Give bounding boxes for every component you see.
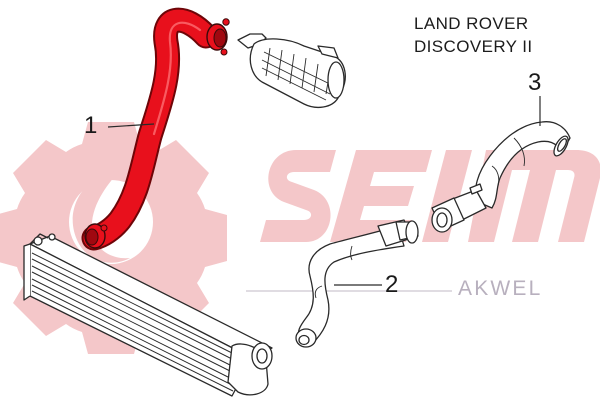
hose-1-upper-clamp bbox=[206, 18, 230, 56]
callout-1-leader bbox=[107, 123, 155, 128]
intercooler bbox=[23, 233, 273, 397]
seim-wordmark bbox=[260, 150, 600, 242]
hose-1 bbox=[81, 7, 230, 251]
akwel-watermark-text: AKWEL bbox=[458, 277, 543, 300]
air-intake-housing bbox=[237, 33, 346, 109]
part-callout-2: 2 bbox=[385, 271, 399, 298]
hose-2 bbox=[295, 219, 419, 348]
vehicle-model: DISCOVERY II bbox=[414, 37, 533, 56]
part-callout-3: 3 bbox=[528, 69, 542, 96]
part-callout-1: 1 bbox=[84, 112, 98, 139]
hose-1-lower-clamp bbox=[84, 223, 108, 249]
vehicle-make: LAND ROVER bbox=[414, 14, 529, 33]
hose-3 bbox=[431, 121, 571, 233]
callout-leaders bbox=[107, 96, 541, 286]
vehicle-model-title: LAND ROVER DISCOVERY II bbox=[414, 12, 594, 58]
